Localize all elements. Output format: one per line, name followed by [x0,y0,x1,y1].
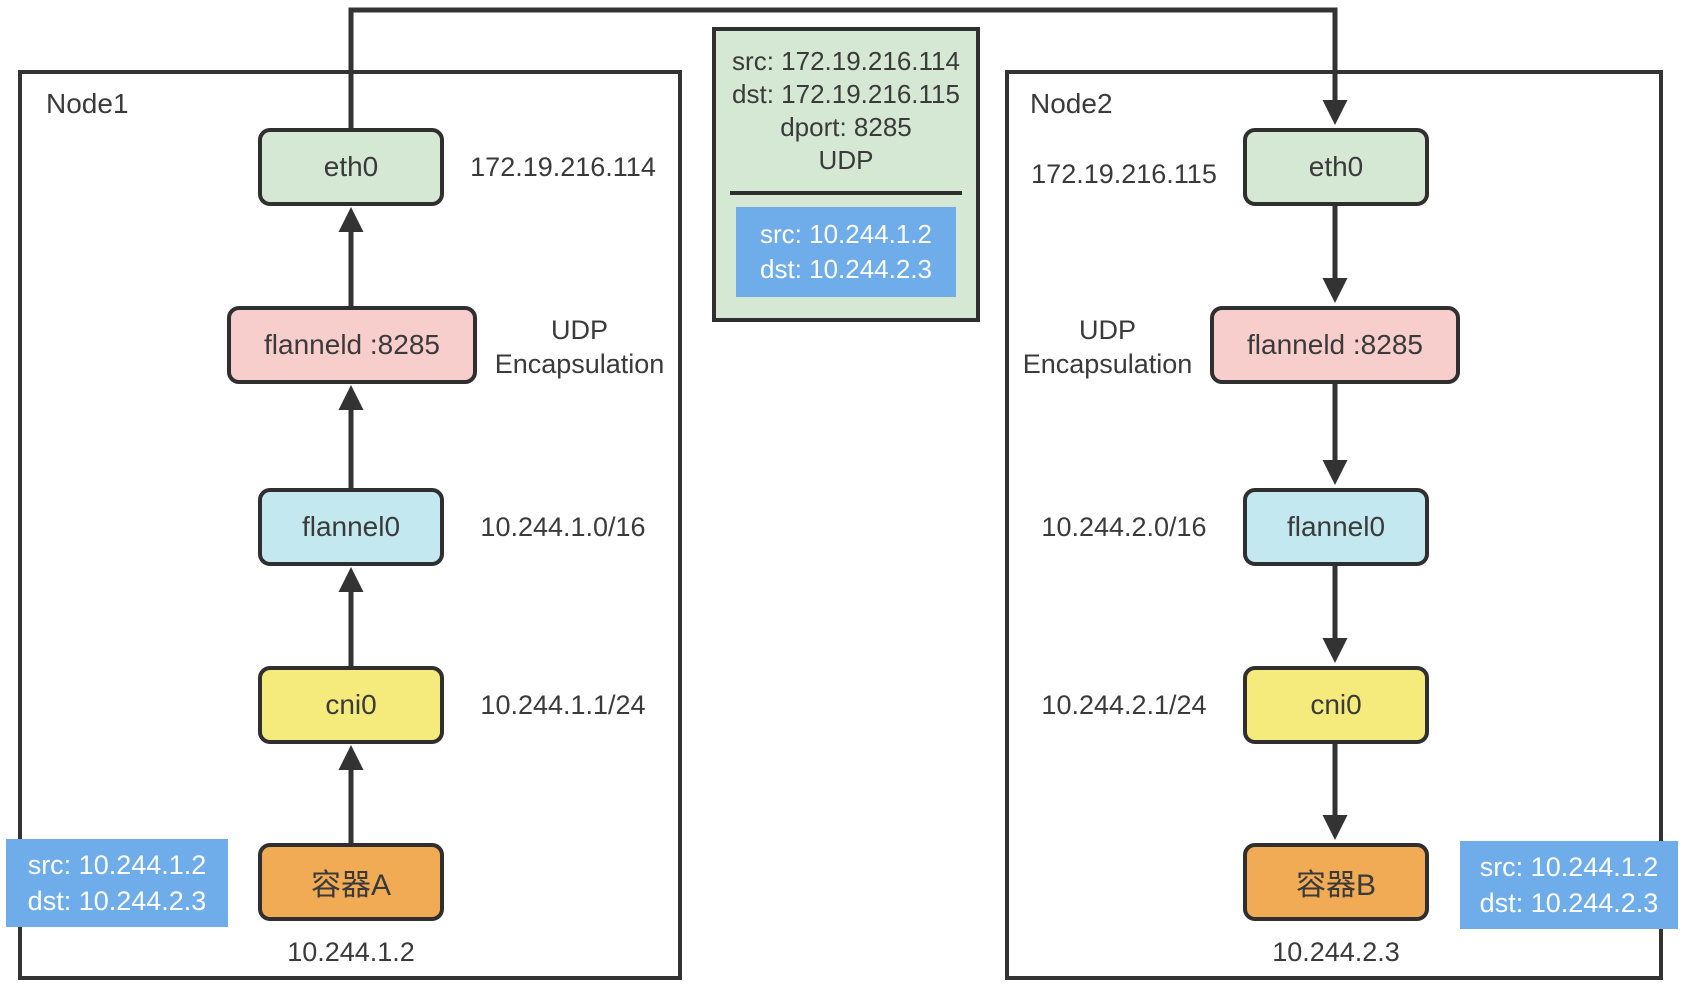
packet-outer-header: src: 172.19.216.114 dst: 172.19.216.115 … [716,45,976,177]
node1-badge-src-line: src: 10.244.1.2 [27,850,207,880]
packet-divider [730,191,962,195]
node2-encap-line2: Encapsulation [1022,349,1193,379]
node1-cni0-cidr-label: 10.244.1.1/24 [480,690,646,720]
node2-container-ip-label: 10.244.2.3 [1272,937,1400,967]
node1-flannel0-label: flannel0 [301,511,401,542]
node2-flannel0-label: flannel0 [1286,511,1386,542]
node1-container-ip-label: 10.244.1.2 [287,937,415,967]
node2-udp-encapsulation-label: UDP Encapsulation [1005,313,1210,381]
node1-eth0-label: eth0 [323,151,379,182]
node1-eth0-box: eth0 [258,128,444,206]
node2-cni0-cidr-label: 10.244.2.1/24 [1041,690,1207,720]
node1-flanneld-label: flanneld :8285 [264,329,440,360]
packet-inner-payload: src: 10.244.1.2 dst: 10.244.2.3 [736,207,956,297]
node2-title: Node2 [1030,88,1113,119]
node2-flannel0-cidr-label: 10.244.2.0/16 [1041,512,1207,542]
packet-proto-line: UDP [818,145,874,175]
packet-dst-line: dst: 172.19.216.115 [732,79,960,109]
node1-udp-encapsulation-label: UDP Encapsulation [477,313,682,381]
node2-badge-dst-line: dst: 10.244.2.3 [1479,888,1659,918]
node1-flannel0-box: flannel0 [258,488,444,566]
node2-eth0-label: eth0 [1308,151,1364,182]
node2-eth0-box: eth0 [1243,128,1429,206]
node1-title: Node1 [46,88,129,119]
node1-cni0-label: cni0 [325,689,377,720]
node1-containerA-box: 容器A [258,843,444,921]
node2-flanneld-box: flanneld :8285 [1210,306,1460,384]
node2-containerB-label: 容器B [1295,869,1376,902]
node2-flannel0-box: flannel0 [1243,488,1429,566]
node1-eth0-ip-label: 172.19.216.114 [470,152,656,182]
node1-flannel0-cidr-label: 10.244.1.0/16 [480,512,646,542]
udp-packet-detail-card: src: 172.19.216.114 dst: 172.19.216.115 … [712,27,980,322]
packet-src-line: src: 172.19.216.114 [732,46,960,76]
node2-eth0-ip-label: 172.19.216.115 [1031,159,1217,189]
node1-src-dst-badge: src: 10.244.1.2 dst: 10.244.2.3 [6,839,228,927]
node1-encap-line1: UDP [550,315,608,345]
node2-encap-line1: UDP [1078,315,1136,345]
node1-cni0-box: cni0 [258,666,444,744]
packet-inner-dst-line: dst: 10.244.2.3 [759,254,933,284]
node1-containerA-label: 容器A [310,869,391,902]
packet-inner-src-line: src: 10.244.1.2 [760,219,932,249]
node1-flanneld-box: flanneld :8285 [227,306,477,384]
node2-src-dst-badge: src: 10.244.1.2 dst: 10.244.2.3 [1460,841,1678,929]
packet-dport-line: dport: 8285 [780,112,912,142]
node2-flanneld-label: flanneld :8285 [1247,329,1423,360]
node1-badge-dst-line: dst: 10.244.2.3 [27,886,207,916]
node2-cni0-label: cni0 [1310,689,1362,720]
node2-cni0-box: cni0 [1243,666,1429,744]
node1-encap-line2: Encapsulation [494,349,665,379]
node2-containerB-box: 容器B [1243,843,1429,921]
node2-badge-src-line: src: 10.244.1.2 [1479,852,1659,882]
